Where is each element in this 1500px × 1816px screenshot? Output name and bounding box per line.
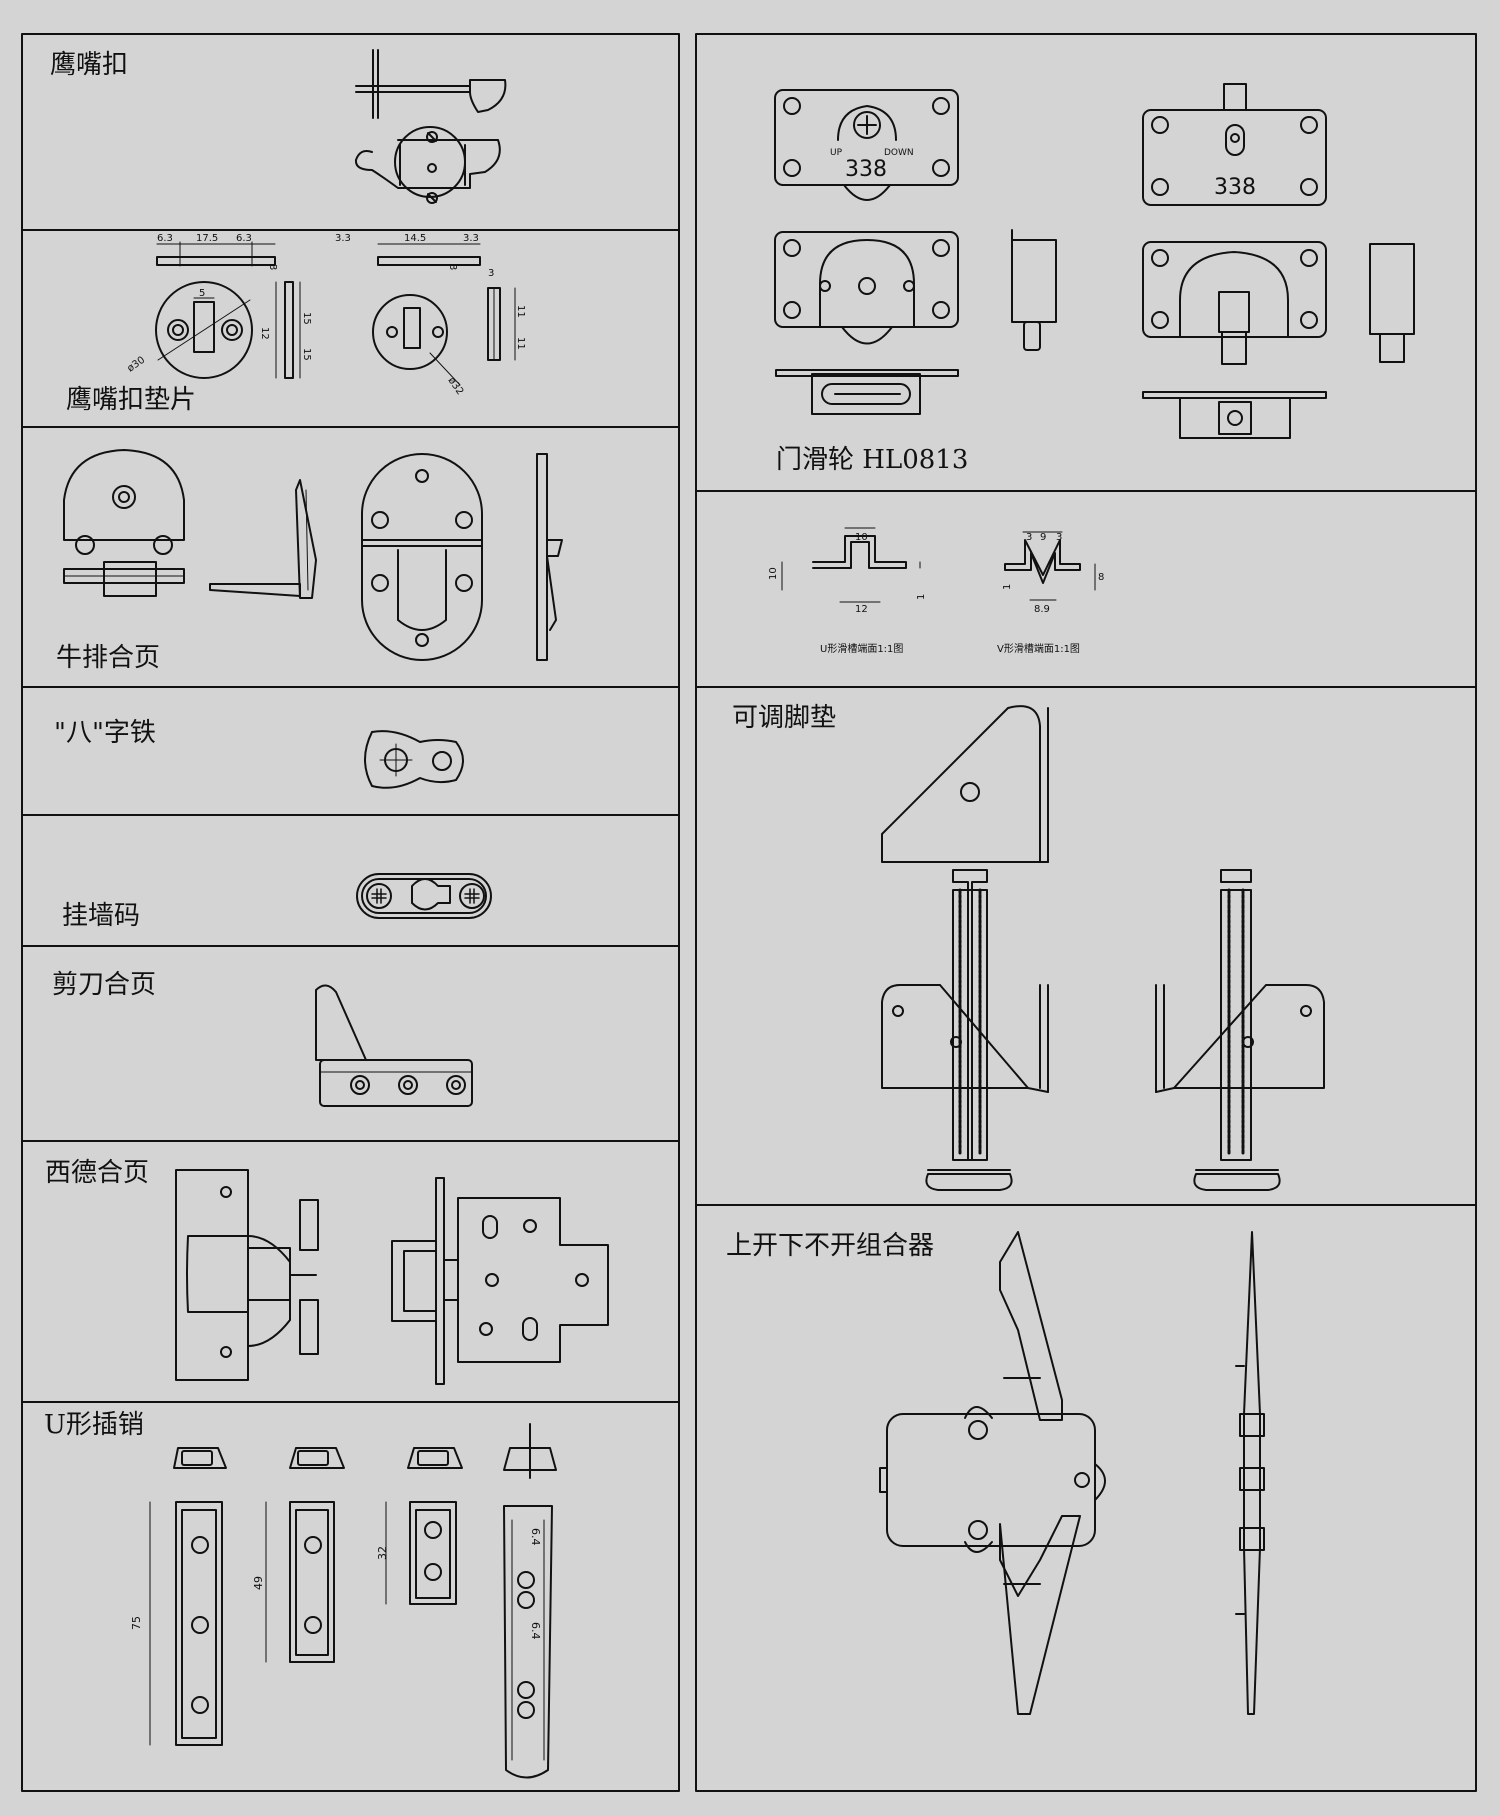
roller-labels: 338 338 UP DOWN — [830, 148, 1256, 200]
pad-b-dim-right: 3.3 — [463, 233, 479, 244]
u-latch-dim-49: 49 — [252, 1576, 265, 1590]
u-latch-hole-label-top: 6.4 — [529, 1528, 542, 1546]
v-slot-dim-height: 8 — [1098, 572, 1104, 583]
roller-up-label: UP — [830, 148, 843, 158]
combo-latch-title: 上开下不开组合器 — [726, 1231, 935, 1261]
wall-hanger-drawing — [356, 873, 492, 919]
eagle-beak-latch-drawing — [354, 49, 507, 204]
v-slot-caption: V形滑槽端面1:1图 — [997, 642, 1080, 655]
beef-hinge-drawing — [63, 449, 563, 661]
combo-latch-drawing — [879, 1231, 1265, 1715]
wall-hanger-title: 挂墙码 — [62, 901, 141, 931]
roller-down-label: DOWN — [884, 148, 914, 158]
u-slot-dim-left: 10 — [768, 567, 779, 580]
eagle-beak-pad-title: 鹰嘴扣垫片 — [66, 385, 197, 415]
pad-a-diameter: ø30 — [125, 355, 147, 375]
pad-a-thick: 3 — [267, 264, 278, 270]
v-slot-dim-b: 9 — [1040, 532, 1046, 543]
left-column-frame — [21, 33, 680, 1792]
pad-b-height-bottom: 11 — [515, 337, 526, 350]
door-roller-drawing — [774, 83, 1415, 439]
figure-eight-iron-drawing — [364, 730, 464, 789]
v-slot-dim-bottom: 8.9 — [1034, 604, 1050, 615]
slot-labels: 10 10 12 1 3 9 3 8 8.9 1 U形滑槽端面1:1图 V形滑槽… — [768, 532, 1104, 655]
eagle-beak-latch-title: 鹰嘴扣 — [50, 50, 129, 80]
v-slot-dim-thick: 1 — [1002, 584, 1013, 590]
v-slot-dim-c: 3 — [1056, 532, 1062, 543]
u-latch-hole-label-bottom: 6.4 — [529, 1622, 542, 1640]
pad-b-dim-left: 3.3 — [335, 233, 351, 244]
door-roller-title: 门滑轮 HL0813 — [776, 445, 969, 475]
u-slot-dim-bottom: 12 — [855, 604, 868, 615]
figure-eight-iron-title: "八"字铁 — [54, 718, 156, 748]
adjustable-foot-drawing — [881, 705, 1325, 1191]
pad-a-dim-left: 6.3 — [157, 233, 173, 244]
pad-a-dim-right: 6.3 — [236, 233, 252, 244]
u-latch-dim-32: 32 — [376, 1546, 389, 1560]
v-slot-dim-a: 3 — [1026, 532, 1032, 543]
adjustable-foot-title: 可调脚垫 — [732, 703, 837, 733]
pad-a-slot-width: 5 — [199, 288, 205, 299]
u-latch-drawing — [149, 1423, 557, 1779]
u-slot-caption: U形滑槽端面1:1图 — [820, 642, 903, 655]
pad-a-height-top: 15 — [301, 312, 312, 325]
u-slot-dim-thick: 1 — [916, 594, 927, 600]
pad-b-diameter: ø32 — [446, 375, 466, 397]
beef-hinge-title: 牛排合页 — [56, 643, 161, 673]
pad-b-height-top: 11 — [515, 305, 526, 318]
roller-model-right: 338 — [1214, 175, 1256, 200]
eagle-beak-pad-drawing — [155, 241, 516, 386]
pad-a-height-bottom: 15 — [301, 348, 312, 361]
roller-model-left: 338 — [845, 157, 887, 182]
u-latch-dim-75: 75 — [130, 1616, 143, 1630]
pad-a-side: 12 — [259, 327, 270, 340]
u-slot-dim-top: 10 — [855, 532, 868, 543]
pad-b-dim-mid: 14.5 — [404, 233, 426, 244]
scissor-hinge-drawing — [315, 984, 473, 1107]
u-latch-dimension-labels: 75 49 32 6.4 6.4 — [130, 1528, 542, 1640]
pad-a-dim-mid: 17.5 — [196, 233, 218, 244]
slot-profiles-drawing — [781, 527, 1096, 603]
side-hinge-drawing — [175, 1169, 609, 1385]
right-column-frame — [695, 33, 1477, 1792]
side-hinge-title: 西德合页 — [45, 1158, 150, 1188]
pad-b-thick: 3 — [447, 264, 458, 270]
u-latch-title: U形插销 — [44, 1410, 144, 1440]
pad-b-top: 3 — [488, 268, 494, 279]
scissor-hinge-title: 剪刀合页 — [52, 970, 157, 1000]
